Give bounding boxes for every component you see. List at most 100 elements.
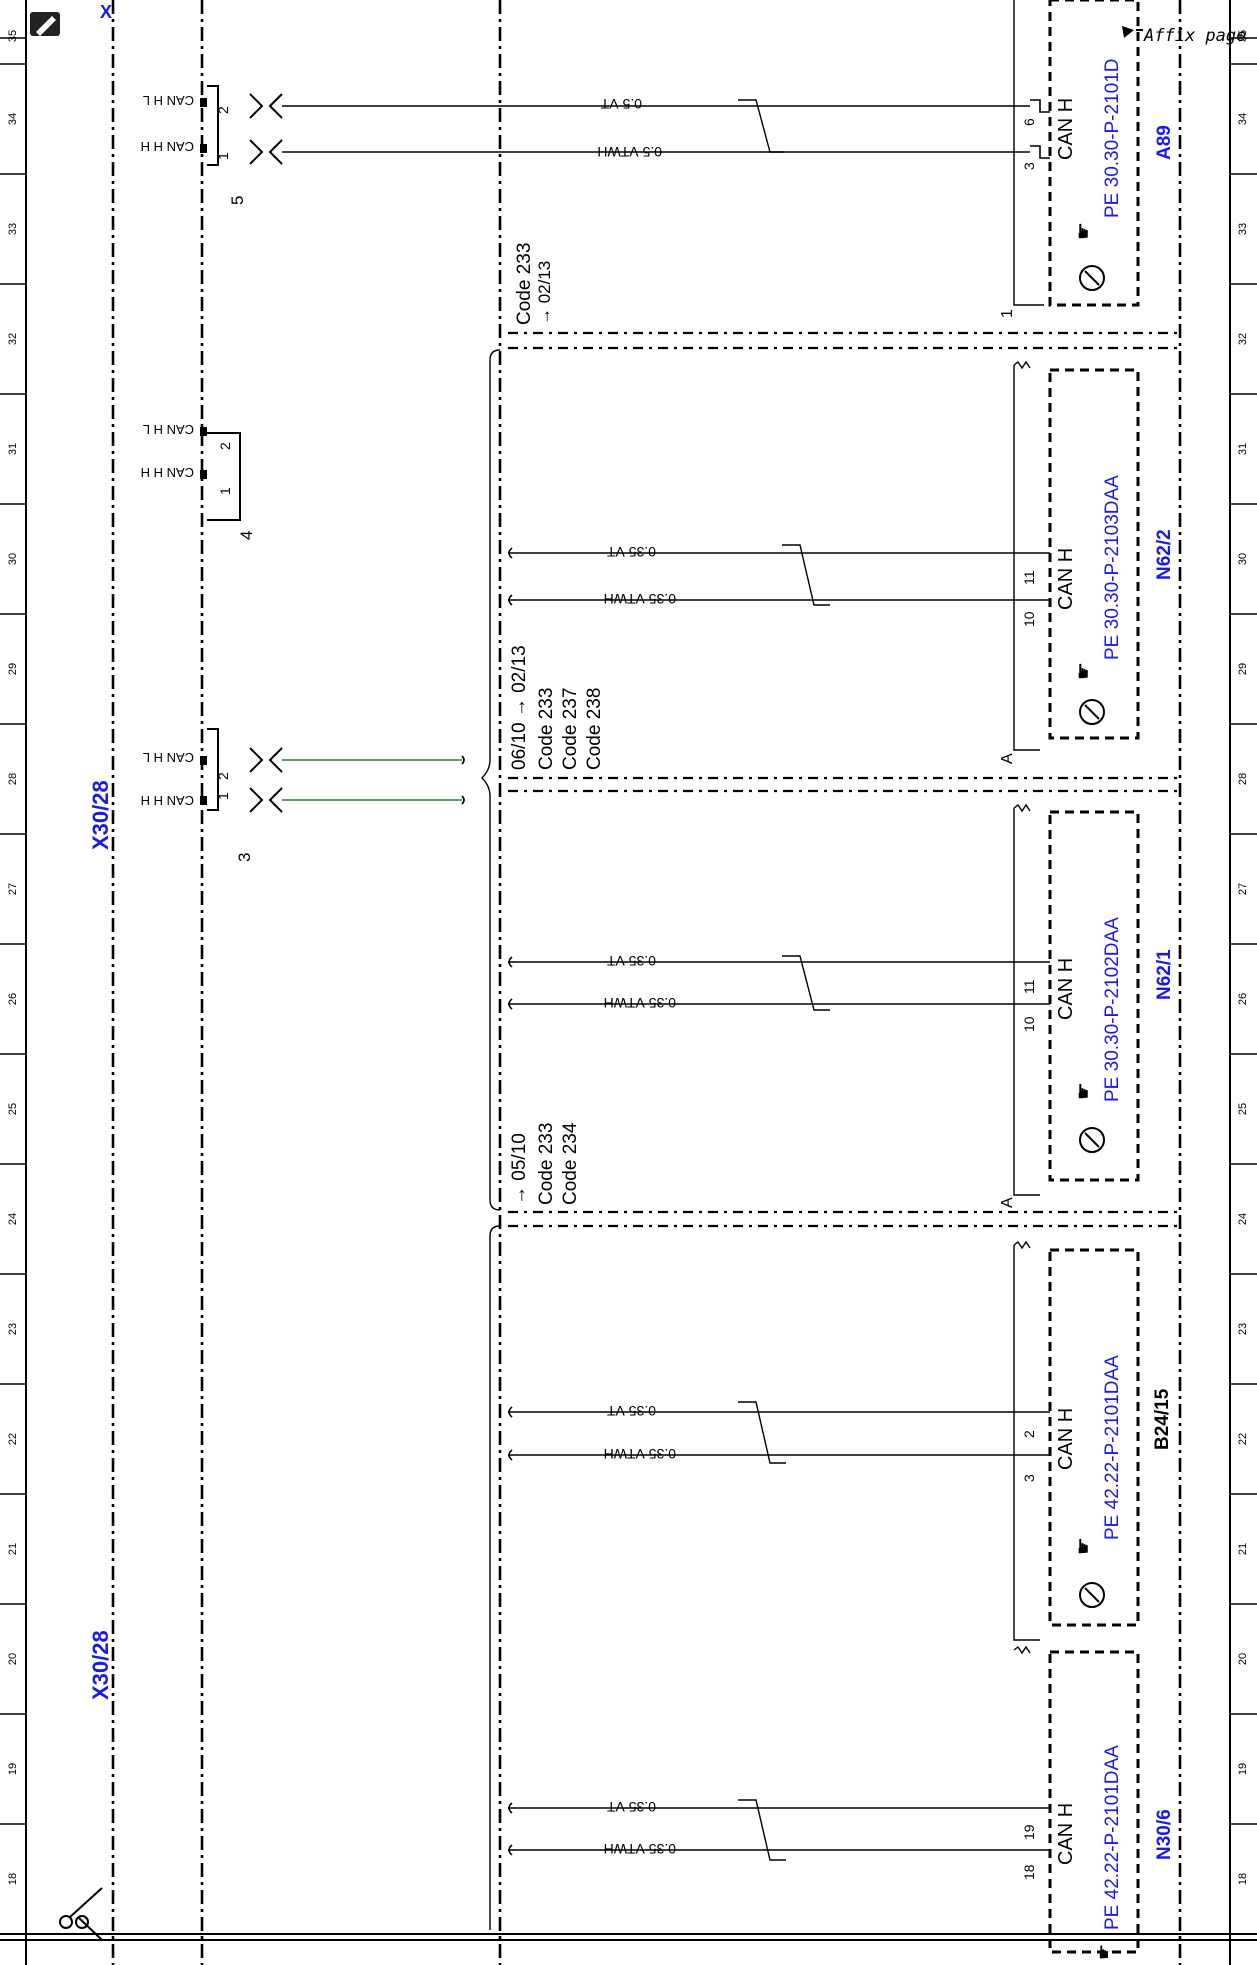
column-label-right: 32 — [1237, 333, 1249, 345]
harness-lines — [111, 0, 1182, 1965]
n621-codes: → 05/10 Code 233 Code 234 — [509, 1122, 581, 1205]
b2415-pin-2: 2 — [1021, 1430, 1037, 1438]
code-separators — [508, 331, 1180, 1228]
block5-pin1: 1 — [215, 152, 231, 160]
n622-pin-10: 10 — [1021, 611, 1037, 627]
n306-bus: CAN H — [1055, 1803, 1077, 1865]
column-label-right: 19 — [1237, 1763, 1249, 1775]
block3-pin2: 2 — [215, 772, 231, 780]
column-label-left: 33 — [7, 223, 19, 235]
connector-block-5: 5 1 2 CAN H H CAN H L — [141, 85, 1030, 205]
n622-id: N62/2 — [1154, 529, 1175, 580]
a89-codes: Code 233 → 02/13 — [514, 243, 554, 325]
column-label-right: 21 — [1237, 1543, 1249, 1555]
n622-code-2: Code 233 — [536, 688, 557, 770]
component-n62-1: A 11 10 CAN H ☛ PE 30.30-P-2102DAA N62/1… — [508, 803, 1175, 1208]
connector-label-upper: X30/28 — [88, 780, 113, 850]
n306-doc-ref[interactable]: PE 42.22-P-2101DAA — [1102, 1745, 1123, 1930]
block3-pin2-sig: CAN H L — [143, 750, 194, 765]
column-label-left: 30 — [7, 553, 19, 565]
a89-doc-ref[interactable]: PE 30.30-P-2101D — [1102, 59, 1123, 219]
connector-block-4: 4 1 2 CAN H H CAN H L — [141, 422, 256, 540]
column-label-right: 34 — [1237, 113, 1249, 125]
a89-wire-vt: 0.5 VT — [600, 96, 642, 112]
block3-pin1: 1 — [215, 792, 231, 800]
block4-pin2: 2 — [217, 442, 233, 450]
column-label-left: 29 — [7, 663, 19, 675]
column-label-right: 28 — [1237, 773, 1249, 785]
n622-codes: 06/10 → 02/13 Code 233 Code 237 Code 238 — [509, 645, 605, 770]
n306-id: N30/6 — [1154, 1809, 1175, 1860]
n622-wire-vt: 0.35 VT — [607, 544, 656, 560]
n622-wire-vtwh: 0.35 VTWH — [604, 591, 676, 607]
b2415-id: B24/15 — [1152, 1388, 1173, 1450]
code-brackets — [481, 349, 501, 1930]
column-label-left: 35 — [7, 30, 19, 42]
n621-pin-10: 10 — [1021, 1016, 1037, 1032]
affix-marker: Affix page — [1122, 26, 1246, 46]
a89-code-1: Code 233 — [514, 243, 535, 325]
n621-doc-ref[interactable]: PE 30.30-P-2102DAA — [1102, 917, 1123, 1102]
column-label-left: 23 — [7, 1323, 19, 1335]
n622-pin-11: 11 — [1021, 570, 1037, 585]
column-label-right: 24 — [1237, 1213, 1249, 1225]
column-label-left: 20 — [7, 1653, 19, 1665]
column-label-left: 21 — [7, 1543, 19, 1555]
a89-pin-6: 6 — [1021, 118, 1037, 126]
n622-code-3: Code 237 — [560, 688, 581, 770]
component-n62-2: A 11 10 CAN H ☛ PE 30.30-P-2103DAA N62/2… — [508, 360, 1175, 764]
component-a89: 1 6 3 CAN H ☛ PE 30.30-P-2101D A89 0.5 V… — [597, 0, 1175, 318]
n306-wire-vtwh: 0.35 VTWH — [604, 1841, 676, 1857]
column-label-left: 22 — [7, 1433, 19, 1445]
column-label-right: 35 — [1237, 30, 1249, 42]
n622-code-1: 06/10 → 02/13 — [509, 645, 530, 770]
a89-pin-3: 3 — [1021, 162, 1037, 170]
a89-wire-vtwh: 0.5 VTWH — [597, 144, 662, 160]
column-label-right: 33 — [1237, 223, 1249, 235]
n622-doc-ref[interactable]: PE 30.30-P-2103DAA — [1102, 475, 1123, 660]
column-label-right: 23 — [1237, 1323, 1249, 1335]
hand-pointer-icon: ☛ — [1073, 1537, 1095, 1555]
a89-tag: 1 — [999, 309, 1016, 318]
n621-bus: CAN H — [1055, 958, 1077, 1020]
connector-label-lower: X30/28 — [88, 1630, 113, 1700]
column-label-left: 31 — [7, 443, 19, 455]
component-b24-15: 2 3 CAN H ☛ PE 42.22-P-2101DAA B24/15 0.… — [508, 1240, 1173, 1641]
transistor-icon — [1079, 265, 1105, 291]
column-label-left: 25 — [7, 1103, 19, 1115]
block4-pin1-sig: CAN H H — [141, 465, 194, 480]
a89-id: A89 — [1154, 125, 1175, 160]
n621-wire-vtwh: 0.35 VTWH — [604, 995, 676, 1011]
n621-wire-vt: 0.35 VT — [607, 953, 656, 969]
column-label-left: 24 — [7, 1213, 19, 1225]
transistor-icon — [1079, 1127, 1105, 1153]
triangle-marker-icon — [1122, 26, 1134, 38]
column-label-left: 34 — [7, 113, 19, 125]
column-label-left: 28 — [7, 773, 19, 785]
block4-pin2-sig: CAN H L — [143, 422, 194, 437]
a89-bus: CAN H — [1055, 98, 1077, 160]
column-label-right: 30 — [1237, 553, 1249, 565]
component-n30-6: 19 18 CAN H ☛ PE 42.22-P-2101DAA N30/6 0… — [508, 1645, 1175, 1960]
n306-wire-vt: 0.35 VT — [607, 1799, 656, 1815]
scissors-icon — [59, 1887, 103, 1941]
column-ticks — [0, 63, 1257, 1825]
column-label-right: 29 — [1237, 663, 1249, 675]
b2415-wire-vtwh: 0.35 VTWH — [604, 1446, 676, 1462]
column-label-left: 26 — [7, 993, 19, 1005]
block4-number: 4 — [237, 531, 256, 540]
transistor-icon — [1079, 699, 1105, 725]
hand-pointer-icon: ☛ — [1073, 1082, 1095, 1100]
n622-tag: A — [999, 753, 1016, 764]
column-label-left: 19 — [7, 1763, 19, 1775]
block5-pin1-sig: CAN H H — [141, 139, 194, 154]
b2415-pin-3: 3 — [1021, 1474, 1037, 1482]
column-label-right: 25 — [1237, 1103, 1249, 1115]
hand-pointer-icon: ☛ — [1094, 1944, 1114, 1960]
b2415-bus: CAN H — [1055, 1408, 1077, 1470]
hand-pointer-icon: ☛ — [1073, 662, 1095, 680]
n621-id: N62/1 — [1154, 949, 1175, 1000]
b2415-doc-ref[interactable]: PE 42.22-P-2101DAA — [1102, 1355, 1123, 1540]
